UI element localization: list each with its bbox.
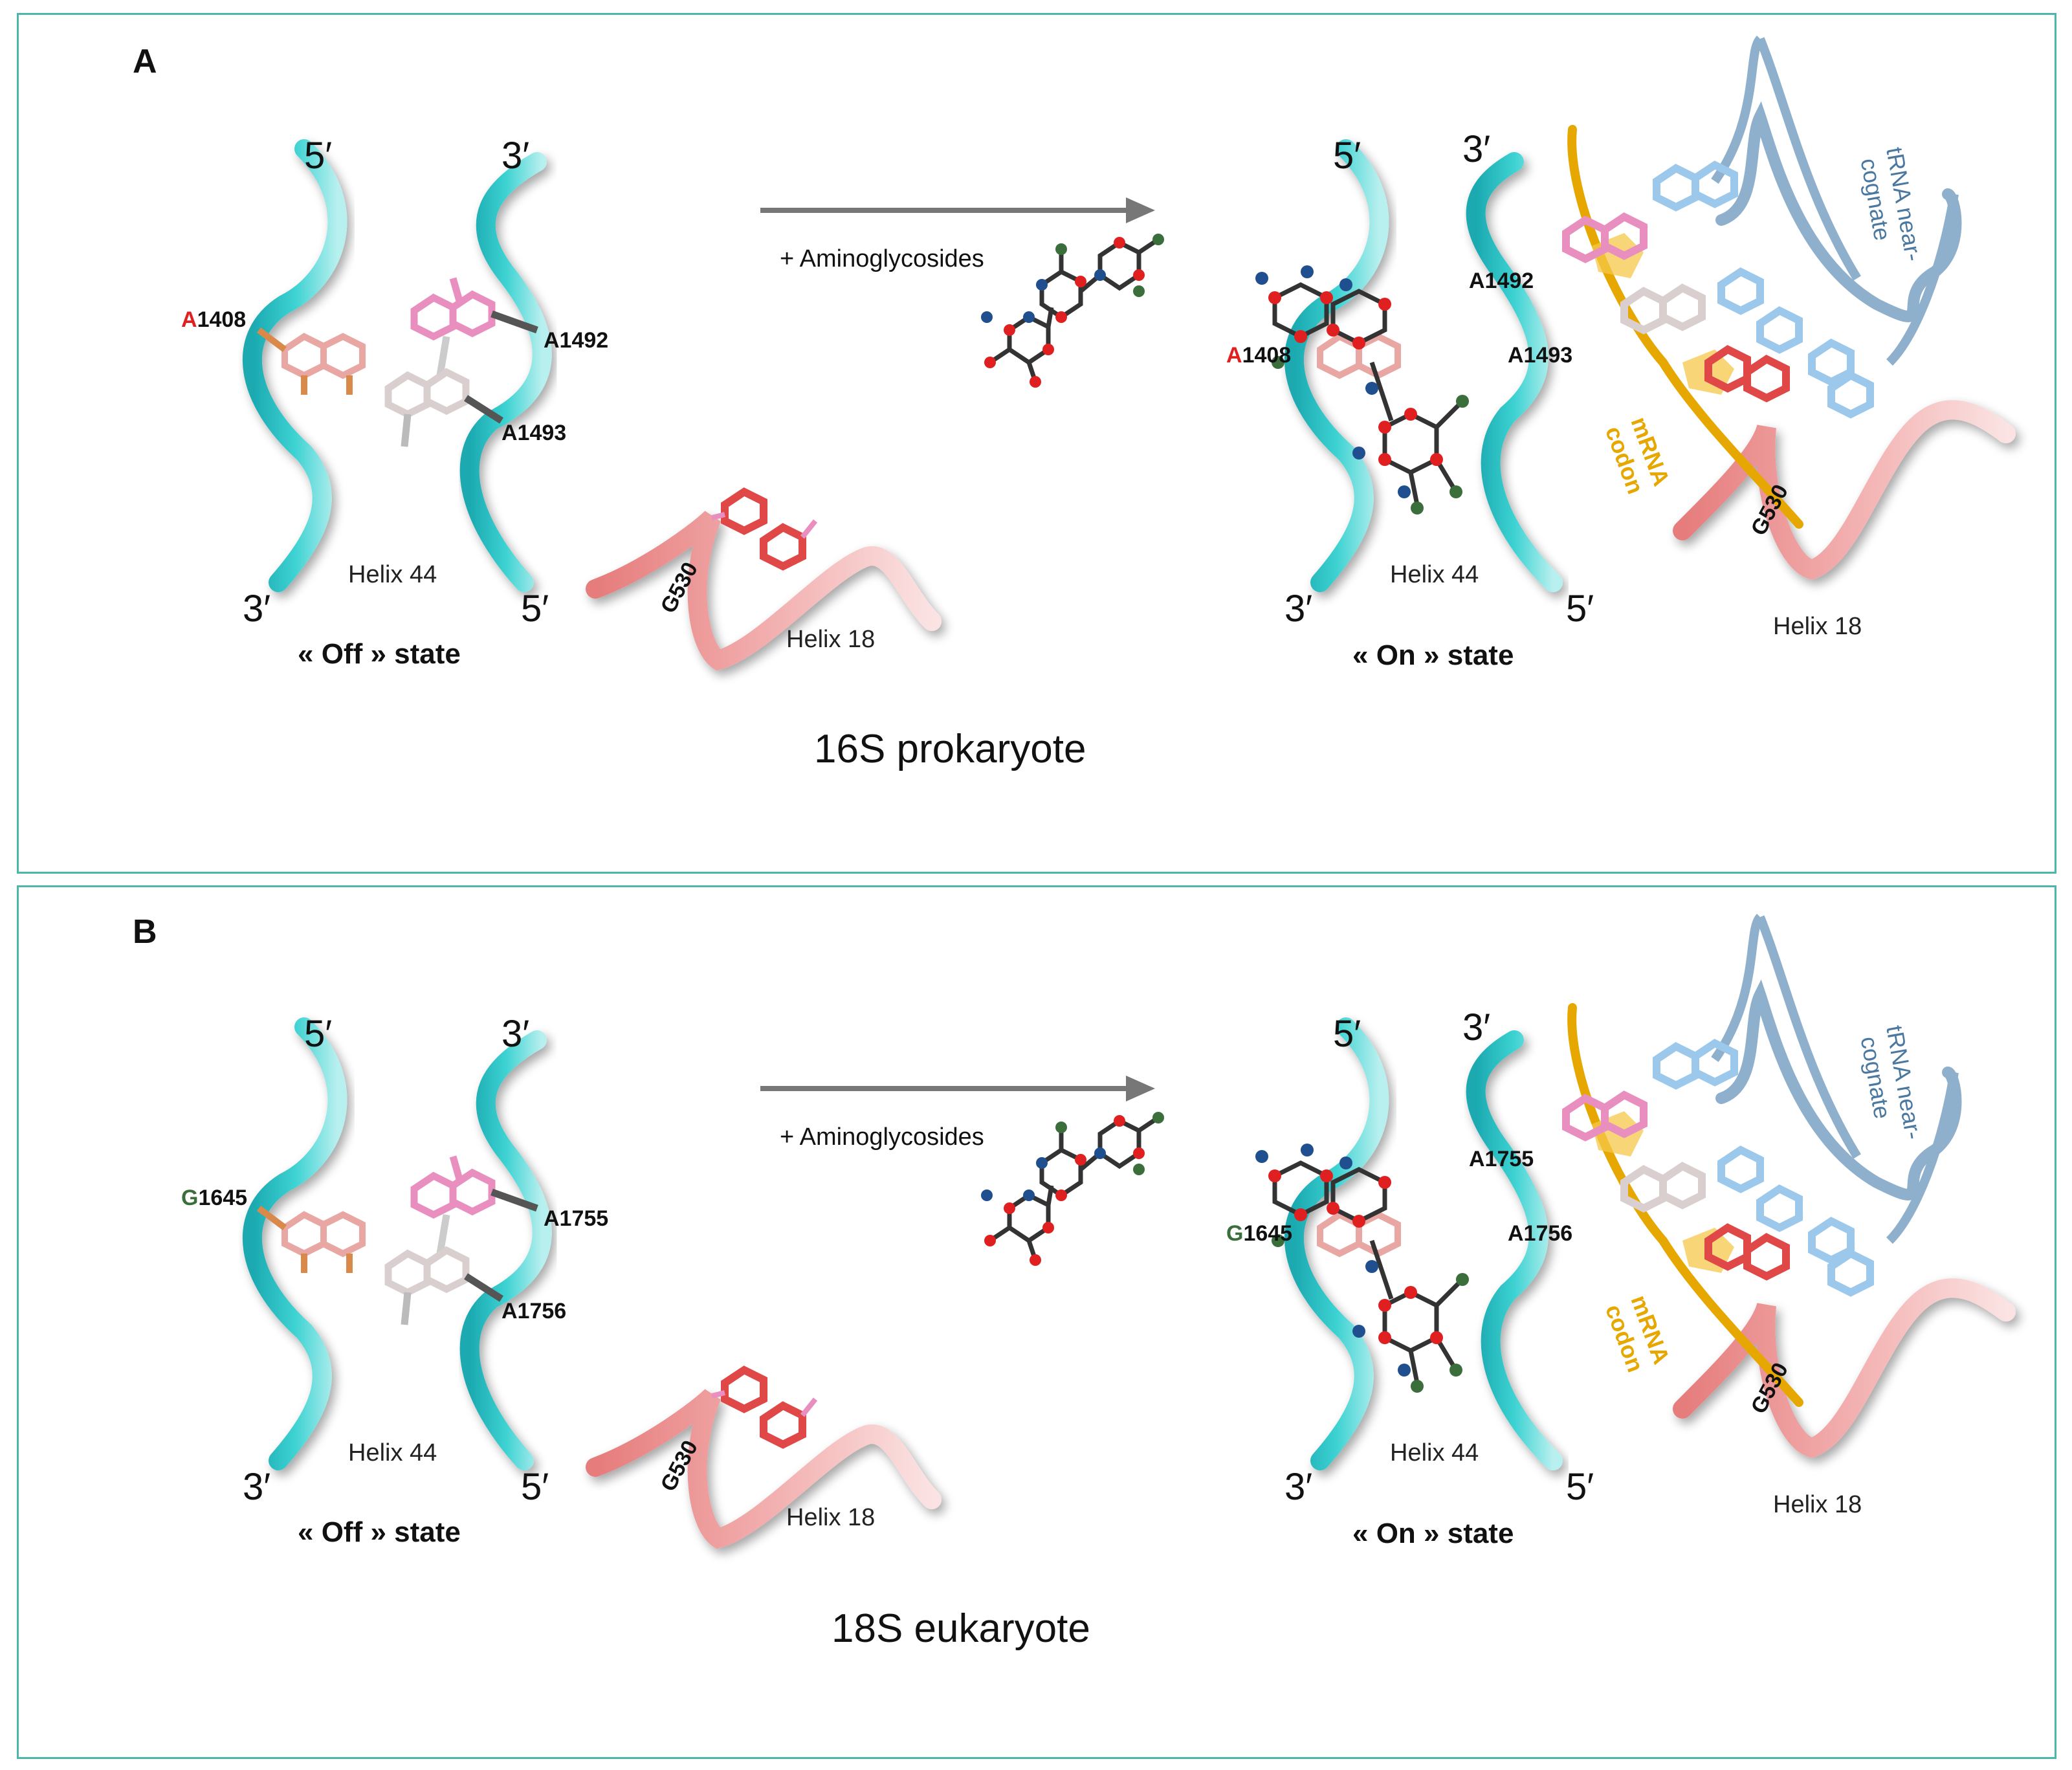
helix44-label: Helix 44 xyxy=(348,1439,437,1466)
panel-a xyxy=(17,13,2056,874)
end-5prime: 5′ xyxy=(304,135,332,177)
end-3prime: 3′ xyxy=(501,135,529,177)
arrow-head-icon xyxy=(1126,197,1155,223)
on-state-label: « On » state xyxy=(1352,639,1514,671)
helix18-label: Helix 18 xyxy=(786,626,875,653)
helix44-label: Helix 44 xyxy=(348,561,437,588)
residue-label-1645: G1645 xyxy=(181,1186,247,1210)
residue-label-1492: A1492 xyxy=(1469,269,1534,293)
residue-label-1756: A1756 xyxy=(501,1299,566,1323)
helix18-left-ribbon xyxy=(595,492,932,660)
panel-a-diagram: A 5′ 3′ 3′ 5′ A1408 A1492 A1493 Helix 44… xyxy=(133,39,2006,771)
end-5prime: 5′ xyxy=(521,588,549,630)
aminoglycoside-molecule xyxy=(981,1112,1164,1266)
end-3prime: 3′ xyxy=(1462,1006,1490,1048)
end-5prime: 5′ xyxy=(1333,1013,1361,1055)
helix44-label: Helix 44 xyxy=(1390,561,1479,588)
panel-letter: B xyxy=(133,913,157,951)
trna-label: tRNA near- cognate xyxy=(1855,145,1927,263)
arrow-label: + Aminoglycosides xyxy=(780,245,984,272)
end-5prime: 5′ xyxy=(1566,588,1594,630)
trna-label: tRNA near- cognate xyxy=(1855,1023,1927,1141)
on-state-complex xyxy=(1255,917,2006,1461)
residue-label-1408: A1408 xyxy=(1226,343,1291,368)
residue-label-1493: A1493 xyxy=(1508,343,1572,368)
off-state-label: « Off » state xyxy=(298,1516,461,1548)
on-state-complex xyxy=(1255,39,2006,582)
end-3prime: 3′ xyxy=(501,1013,529,1055)
end-5prime: 5′ xyxy=(1566,1466,1594,1508)
residue-label-1755: A1755 xyxy=(1469,1147,1534,1171)
residue-label-1493: A1493 xyxy=(501,421,566,445)
on-state-label: « On » state xyxy=(1352,1518,1514,1549)
helix44-off-ribbon xyxy=(252,149,542,582)
panel-b xyxy=(17,885,2056,1759)
mrna-codon-label: mRNA codon xyxy=(1600,1292,1675,1376)
residue-label-1755: A1755 xyxy=(544,1206,608,1231)
helix44-off-ribbon xyxy=(252,1027,542,1461)
aminoglycoside-molecule xyxy=(981,234,1164,388)
residue-label-1492: A1492 xyxy=(544,328,608,353)
residue-label-1756: A1756 xyxy=(1508,1221,1572,1246)
off-state-label: « Off » state xyxy=(298,638,461,670)
end-3prime: 3′ xyxy=(1284,1466,1312,1508)
helix18-label: Helix 18 xyxy=(786,1504,875,1531)
residue-label-1645: G1645 xyxy=(1226,1221,1292,1246)
end-3prime: 3′ xyxy=(1284,588,1312,630)
panel-title: 16S prokaryote xyxy=(814,727,1086,771)
end-5prime: 5′ xyxy=(1333,135,1361,177)
arrow-head-icon xyxy=(1126,1076,1155,1101)
end-5prime: 5′ xyxy=(521,1466,549,1508)
arrow-label: + Aminoglycosides xyxy=(780,1123,984,1151)
helix18-label: Helix 18 xyxy=(1773,1491,1862,1518)
mrna-codon-label: mRNA codon xyxy=(1600,414,1675,498)
end-3prime: 3′ xyxy=(243,1466,270,1508)
residue-label-1408: A1408 xyxy=(181,307,246,332)
panel-title: 18S eukaryote xyxy=(832,1606,1090,1651)
helix18-left-ribbon xyxy=(595,1370,932,1538)
end-5prime: 5′ xyxy=(304,1013,332,1055)
end-3prime: 3′ xyxy=(243,588,270,630)
helix44-label: Helix 44 xyxy=(1390,1439,1479,1466)
helix18-label: Helix 18 xyxy=(1773,613,1862,640)
panel-b-diagram: B 5′ 3′ 3′ 5′ G1645 A1755 A1756 Helix 44… xyxy=(133,913,2006,1651)
panel-letter: A xyxy=(133,43,157,80)
end-3prime: 3′ xyxy=(1462,128,1490,170)
